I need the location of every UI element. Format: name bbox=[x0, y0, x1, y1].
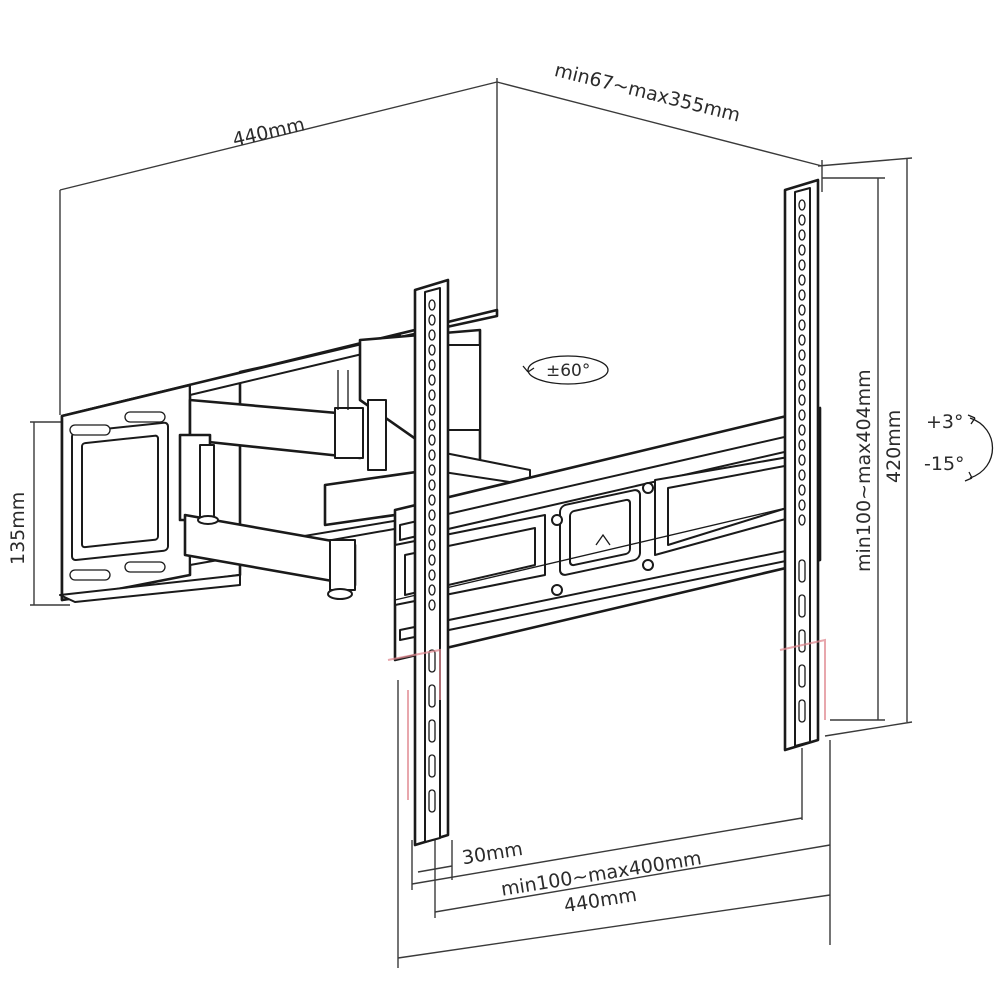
strap-slot bbox=[428, 754, 436, 778]
strap-holes bbox=[428, 199, 806, 813]
arm-extension-label: min67~max355mm bbox=[552, 59, 742, 126]
strap-hole bbox=[798, 424, 806, 436]
strap-hole bbox=[798, 454, 806, 466]
strap-hole bbox=[798, 214, 806, 226]
articulating-arms bbox=[178, 328, 531, 600]
wall-plate bbox=[59, 308, 499, 603]
strap-hole bbox=[798, 319, 806, 331]
vesa-vertical-label: min100~max404mm bbox=[853, 369, 875, 572]
hole-spacing-label: 30mm bbox=[460, 838, 524, 869]
strap-hole bbox=[798, 274, 806, 286]
strap-hole bbox=[428, 359, 436, 371]
strap-slot bbox=[798, 699, 806, 723]
strap-hole bbox=[428, 494, 436, 506]
strap-hole bbox=[798, 364, 806, 376]
wall-plate-width-label: 440mm bbox=[230, 113, 306, 151]
strap-hole bbox=[428, 479, 436, 491]
strap-hole bbox=[798, 334, 806, 346]
strap-hole bbox=[428, 524, 436, 536]
strap-hole bbox=[428, 314, 436, 326]
strap-hole bbox=[798, 244, 806, 256]
strap-hole bbox=[428, 329, 436, 341]
strap-hole bbox=[428, 374, 436, 386]
strap-slot bbox=[428, 684, 436, 708]
strap-hole bbox=[428, 539, 436, 551]
strap-slot bbox=[428, 719, 436, 743]
tilt-down-label: -15° bbox=[924, 453, 965, 475]
strap-hole bbox=[428, 584, 436, 596]
strap-hole bbox=[428, 569, 436, 581]
strap-hole bbox=[428, 419, 436, 431]
strap-hole bbox=[428, 389, 436, 401]
strap-hole bbox=[798, 394, 806, 406]
strap-hole bbox=[798, 484, 806, 496]
strap-hole bbox=[428, 344, 436, 356]
wall-plate-height-label: 135mm bbox=[7, 492, 29, 565]
tilt-rotation-icon bbox=[964, 414, 993, 482]
strap-hole bbox=[428, 299, 436, 311]
strap-slot bbox=[798, 594, 806, 618]
strap-hole bbox=[428, 464, 436, 476]
strap-hole bbox=[798, 409, 806, 421]
strap-hole bbox=[798, 259, 806, 271]
strap-slot bbox=[428, 649, 436, 673]
swivel-angle-label: ±60° bbox=[546, 361, 590, 381]
strap-hole bbox=[798, 199, 806, 211]
strap-hole bbox=[798, 439, 806, 451]
strap-hole bbox=[798, 229, 806, 241]
dimension-lines bbox=[30, 78, 913, 968]
strap-hole bbox=[798, 379, 806, 391]
strap-hole bbox=[798, 514, 806, 526]
bracket-height-label: 420mm bbox=[883, 410, 905, 483]
red-tilt-hint bbox=[387, 638, 826, 800]
strap-hole bbox=[428, 434, 436, 446]
swivel-rotation-icon bbox=[522, 355, 609, 385]
tilt-up-label: +3° bbox=[926, 411, 964, 433]
strap-hole bbox=[428, 449, 436, 461]
strap-hole bbox=[798, 499, 806, 511]
strap-slot bbox=[798, 664, 806, 688]
strap-slot bbox=[798, 629, 806, 653]
strap-slot bbox=[428, 789, 436, 813]
strap-hole bbox=[798, 349, 806, 361]
strap-hole bbox=[428, 599, 436, 611]
strap-hole bbox=[428, 554, 436, 566]
strap-hole bbox=[798, 289, 806, 301]
strap-hole bbox=[428, 404, 436, 416]
strap-slot bbox=[798, 559, 806, 583]
strap-hole bbox=[428, 509, 436, 521]
strap-hole bbox=[798, 469, 806, 481]
strap-hole bbox=[798, 304, 806, 316]
